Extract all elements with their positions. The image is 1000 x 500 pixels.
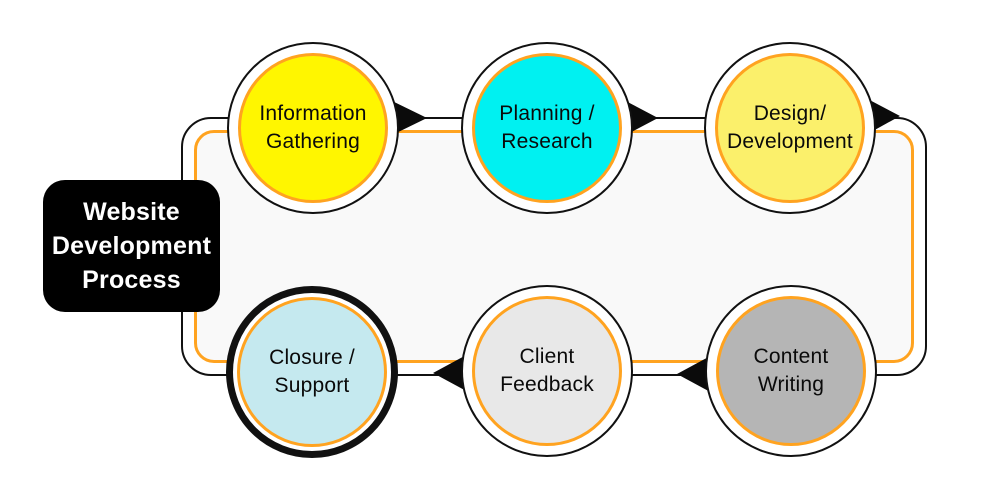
step-label-information-gathering: Information Gathering (259, 102, 367, 153)
step-design-development: Design/ Development (704, 42, 876, 214)
step-circle-client-feedback: Client Feedback (472, 296, 622, 446)
process-title-box: Website Development Process (43, 180, 220, 312)
arrow-icon-feedback-to-closure (433, 353, 470, 393)
step-client-feedback: Client Feedback (461, 285, 633, 457)
step-label-client-feedback: Client Feedback (500, 345, 594, 396)
step-circle-information-gathering: Information Gathering (238, 53, 388, 203)
step-planning-research: Planning / Research (461, 42, 633, 214)
step-closure-support: Closure / Support (226, 286, 398, 458)
step-information-gathering: Information Gathering (227, 42, 399, 214)
step-label-closure-support: Closure / Support (269, 346, 355, 397)
step-circle-planning-research: Planning / Research (472, 53, 622, 203)
step-label-content-writing: Content Writing (753, 345, 829, 396)
step-circle-closure-support: Closure / Support (237, 297, 387, 447)
step-circle-design-development: Design/ Development (715, 53, 865, 203)
step-circle-content-writing: Content Writing (716, 296, 866, 446)
step-label-design-development: Design/ Development (727, 102, 853, 153)
step-content-writing: Content Writing (705, 285, 877, 457)
arrow-icon-content-to-feedback (677, 354, 714, 394)
process-title: Website Development Process (51, 198, 212, 294)
step-label-planning-research: Planning / Research (499, 102, 595, 153)
